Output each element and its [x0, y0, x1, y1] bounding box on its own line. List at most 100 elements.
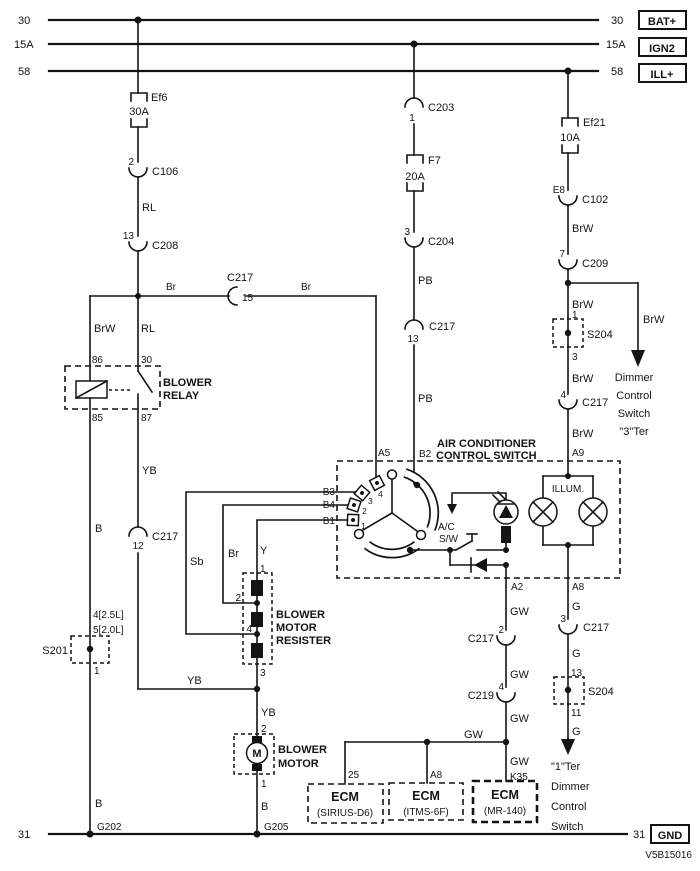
- connector-c102-arc: [558, 195, 578, 206]
- connector-c217-13-pin: 13: [407, 334, 419, 345]
- resister-pin-2: 2: [235, 593, 241, 604]
- resister-pin-1: 1: [260, 564, 266, 575]
- connector-c204-arc: [404, 237, 424, 248]
- power-rails: 30 15A 58 30 15A 58 BAT+ IGN2 ILL+ 31 31…: [14, 10, 692, 861]
- wire-label-brw: BrW: [643, 314, 665, 326]
- lamp-x: [531, 500, 555, 524]
- ecm-sirius-title: ECM: [331, 790, 359, 804]
- wire-sb: [185, 491, 357, 635]
- motor-title-2: MOTOR: [278, 758, 319, 770]
- resister-title-3: RESISTER: [276, 635, 331, 647]
- ign2-tag: IGN2: [649, 43, 675, 55]
- ac-pin-a2: A2: [511, 582, 524, 593]
- relay-coil-diagonal: [74, 379, 109, 400]
- wire-label-brw: BrW: [572, 223, 594, 235]
- connector-c209-name: C209: [582, 258, 608, 270]
- dimmer-lower-line-3: Control: [551, 801, 586, 813]
- fuse-f7-name: F7: [428, 155, 441, 167]
- resistor-element: [251, 612, 263, 627]
- illum-label: ILLUM.: [552, 484, 584, 495]
- left-lower-wires: B 4[2.5L] 5[2.0L] S201 1 B YB 12 C217 YB: [42, 393, 261, 835]
- rail-gnd-left-label: 31: [18, 829, 30, 841]
- led-ray: [491, 493, 502, 504]
- ac-sw-label-1: A/C: [438, 522, 455, 533]
- wire-label-gw: GW: [510, 756, 530, 768]
- motor-brush: [252, 736, 262, 743]
- connector-c102-name: C102: [582, 194, 608, 206]
- relay-title-1: BLOWER: [163, 377, 212, 389]
- gnd-tag: GND: [658, 830, 683, 842]
- connector-c208-arc: [128, 241, 148, 252]
- bat-tag-box: [638, 10, 687, 30]
- connector-c217-12-arc: [128, 526, 148, 537]
- wire-label-brw: BrW: [572, 299, 594, 311]
- resister-title-2: MOTOR: [276, 622, 317, 634]
- rotary-arc-b2-inner: [403, 469, 438, 531]
- motor-symbol: M: [252, 748, 261, 760]
- ill-tag: ILL+: [651, 69, 674, 81]
- connector-c217-2-arc: [496, 635, 516, 646]
- wire-label-b: B: [261, 801, 268, 813]
- ac-pin-a5: A5: [378, 448, 391, 459]
- splice-s204l-pin-top: 13: [571, 668, 583, 679]
- motor-pin-1: 1: [261, 779, 267, 790]
- connector-c217-12-name: C217: [152, 531, 178, 543]
- led-ray: [496, 490, 507, 501]
- arrow-down-icon: [447, 504, 457, 514]
- wire-label-gw: GW: [510, 669, 530, 681]
- rotary-pos-1: 1: [361, 521, 366, 531]
- splice-s204u-name: S204: [587, 329, 613, 341]
- motor-circle: [245, 741, 269, 765]
- rotary-pad-4: [368, 474, 386, 492]
- rail-ill-left-label: 58: [18, 66, 30, 78]
- dimmer-upper-line-1: Dimmer: [615, 372, 654, 384]
- s201-note-2: 5[2.0L]: [93, 625, 124, 636]
- junction-dot: [413, 481, 421, 489]
- resistor-element: [251, 580, 263, 596]
- ecm-itms-subtitle: (ITMS-6F): [403, 807, 449, 818]
- relay-pin-85: 85: [92, 413, 104, 424]
- ign2-tag-box: [638, 37, 687, 57]
- splice-s204-upper-box: [552, 318, 584, 348]
- connector-c217-12-pin: 12: [132, 541, 144, 552]
- wire-label-brw: BrW: [572, 373, 594, 385]
- ecm-mr140-pin: K35: [510, 772, 528, 783]
- connector-c217-4-name: C217: [582, 397, 608, 409]
- g205-label: G205: [264, 822, 289, 833]
- ecm-mr140-box: [471, 779, 539, 824]
- left-column: Ef6 30A 2 C106 RL 13 C208 Br C217 15 Br …: [89, 19, 377, 481]
- fuse-f7-top: [406, 154, 424, 164]
- wire-label-gw: GW: [510, 713, 530, 725]
- ac-switch-box: [336, 460, 621, 579]
- ac-pin-a8: A8: [572, 582, 585, 593]
- connector-c209-pin: 7: [559, 249, 565, 260]
- connector-c106-arc: [128, 167, 148, 178]
- ecm-itms-box: [388, 782, 464, 821]
- led-resistor: [501, 526, 511, 543]
- g202-label: G202: [97, 822, 122, 833]
- resister-title-1: BLOWER: [276, 609, 325, 621]
- right-column: Ef21 10A E8 C102 BrW 7 C209 BrW Dimmer C…: [552, 70, 665, 477]
- connector-c217-15-arc: [227, 286, 238, 306]
- connector-c203-pin: 1: [409, 113, 415, 124]
- fuse-ef21-bottom: [561, 144, 579, 154]
- motor-title-1: BLOWER: [278, 744, 327, 756]
- connector-c204-name: C204: [428, 236, 454, 248]
- connector-c217-2-pin: 2: [498, 625, 504, 636]
- connector-c219-4-pin: 4: [498, 682, 504, 693]
- ac-pin-b1: B1: [323, 516, 336, 527]
- middle-column: 1 C203 F7 20A 3 C204 PB 13 C217 PB: [404, 43, 455, 485]
- connector-c217-4-pin: 4: [560, 390, 566, 401]
- resister-box: [242, 572, 273, 665]
- splice-dot: [564, 329, 572, 337]
- wire-y: [256, 519, 349, 739]
- ecm-sirius-box: [307, 783, 384, 824]
- wire-label-pb: PB: [418, 393, 433, 405]
- connector-c217-3-name: C217: [583, 622, 609, 634]
- splice-s201-pin: 1: [94, 666, 100, 677]
- rail-gnd-right-label: 31: [633, 829, 645, 841]
- dimmer-upper-line-2: Control: [616, 390, 651, 402]
- ac-pin-b3: B3: [323, 487, 336, 498]
- dimmer-lower-line-4: Switch: [551, 821, 583, 833]
